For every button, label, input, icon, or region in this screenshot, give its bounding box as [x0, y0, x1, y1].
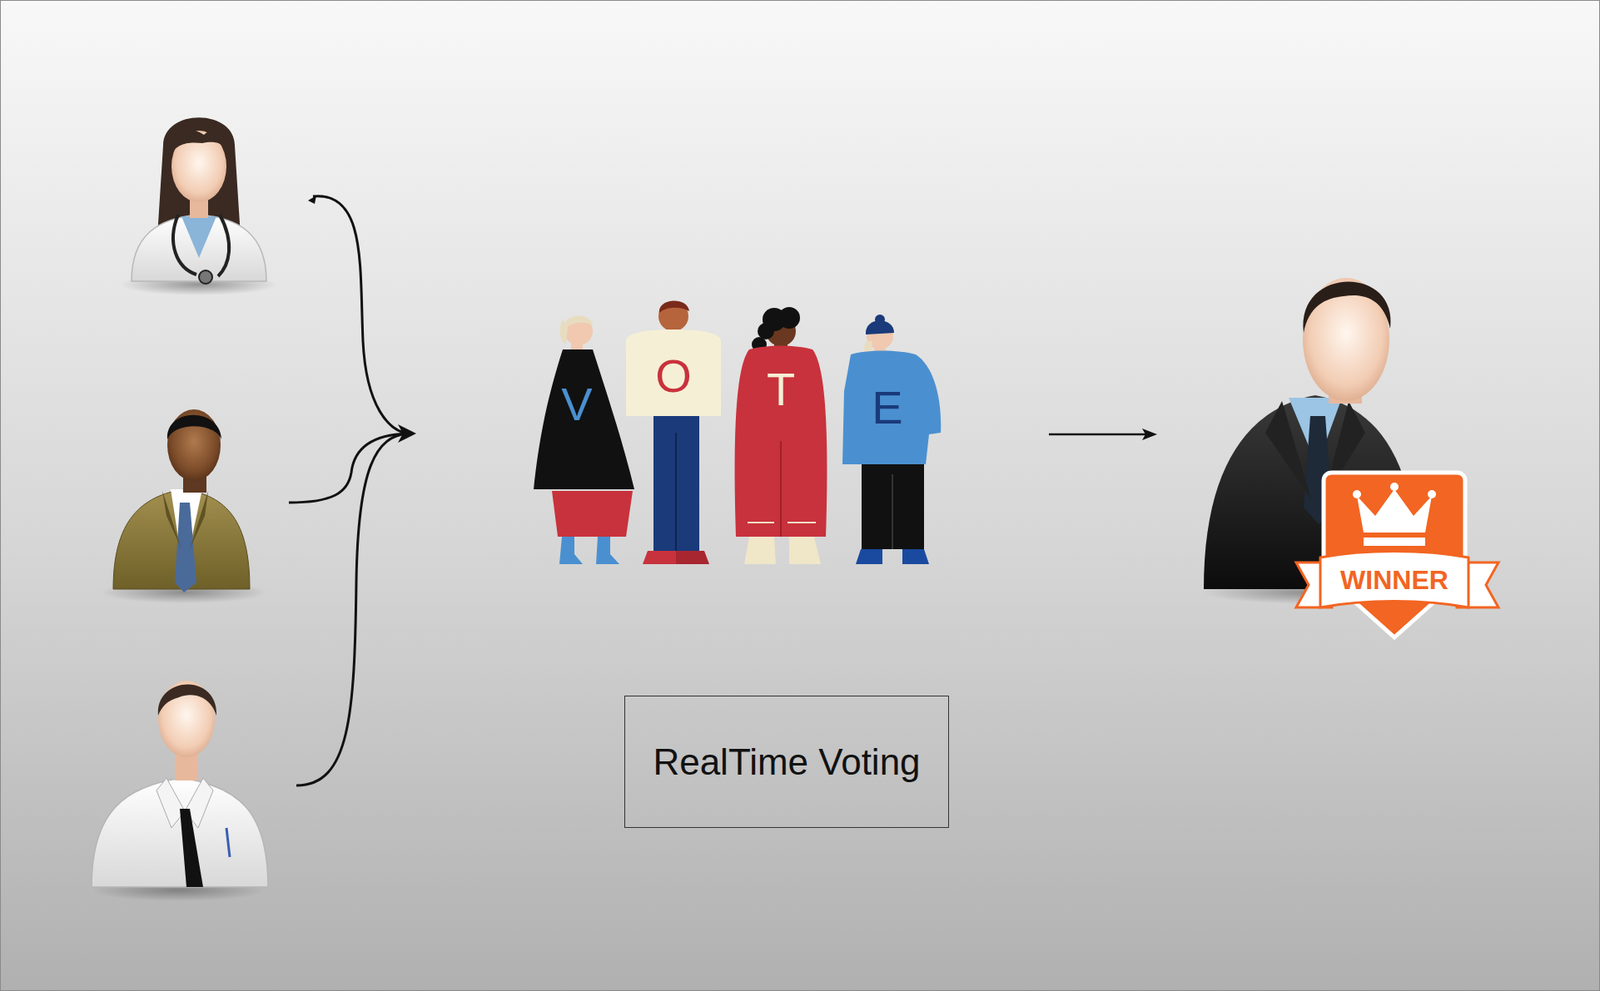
merge-arrows: [288, 196, 408, 786]
flow-arrow: [1048, 433, 1148, 437]
doctor-icon: [119, 117, 279, 296]
arrowhead: [397, 424, 417, 443]
vote-people-illustration: [533, 300, 941, 565]
shirt-letter: O: [655, 352, 692, 400]
man-white-shirt-icon: [90, 680, 269, 902]
shirt-letter: E: [871, 384, 903, 432]
badge-text: WINNER: [1340, 566, 1449, 594]
shirt-letter: T: [766, 366, 796, 413]
winner-badge: [1296, 472, 1499, 638]
box-title: RealTime Voting: [652, 741, 920, 784]
man-olive-suit-icon: [100, 409, 268, 604]
arrowhead: [1142, 428, 1158, 441]
process-box: RealTime Voting: [624, 695, 950, 829]
arrowhead: [308, 195, 317, 204]
shirt-letter: V: [561, 381, 592, 428]
